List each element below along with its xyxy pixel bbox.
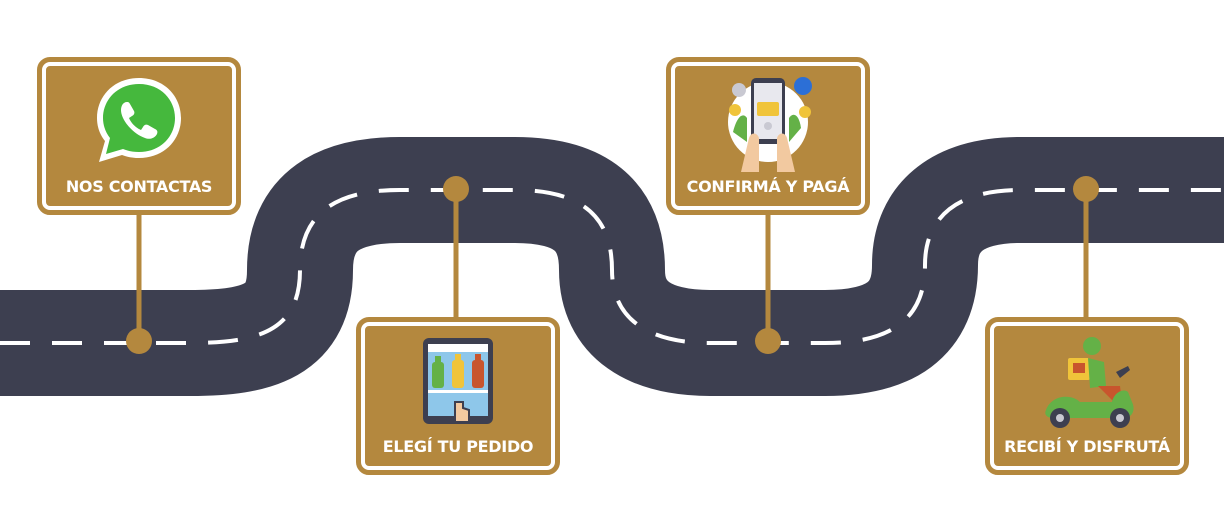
phone-payment-icon	[675, 72, 861, 174]
step-label-1: NOS CONTACTAS	[65, 177, 213, 196]
marker-step-1	[126, 328, 152, 354]
marker-step-4	[1073, 176, 1099, 202]
step-card-3: CONFIRMÁ Y PAGÁ	[666, 57, 870, 215]
marker-step-3	[755, 328, 781, 354]
step-card-4: RECIBÍ Y DISFRUTÁ	[985, 317, 1189, 475]
step-label-2: ELEGÍ TU PEDIDO	[382, 437, 534, 456]
step-card-2: ELEGÍ TU PEDIDO	[356, 317, 560, 475]
step-label-4: RECIBÍ Y DISFRUTÁ	[1004, 437, 1170, 456]
tablet-shop-icon	[365, 332, 551, 434]
whatsapp-icon	[46, 72, 232, 174]
step-label-3: CONFIRMÁ Y PAGÁ	[686, 177, 850, 196]
delivery-scooter-icon	[994, 332, 1180, 434]
step-card-1: NOS CONTACTAS	[37, 57, 241, 215]
marker-step-2	[443, 176, 469, 202]
road-center-line	[0, 188, 1224, 345]
